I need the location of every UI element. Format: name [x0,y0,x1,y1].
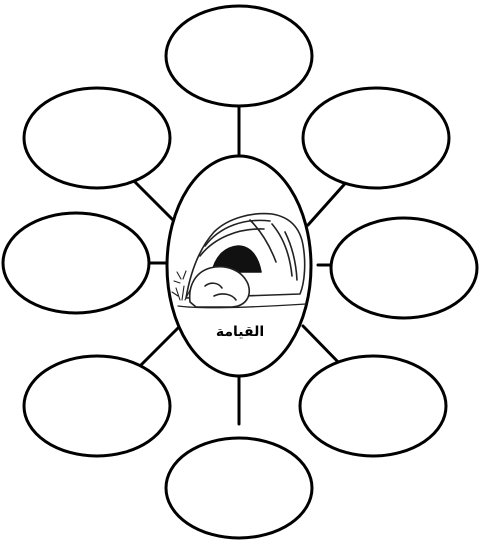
bubble-right[interactable] [331,218,477,318]
bubble-upper-left[interactable] [24,88,170,188]
bubble-bottom[interactable] [166,438,312,538]
bubble-left[interactable] [3,213,149,313]
connector-upper-left [131,178,178,225]
connector-upper-right [308,178,350,225]
bubble-lower-left[interactable] [24,356,170,456]
bubble-top[interactable] [166,6,312,106]
center-label: القيامة [180,324,300,340]
bubble-lower-right[interactable] [300,356,446,456]
connector-lower-left [140,326,180,366]
bubble-upper-right[interactable] [303,88,449,188]
connector-lower-right [303,326,342,366]
